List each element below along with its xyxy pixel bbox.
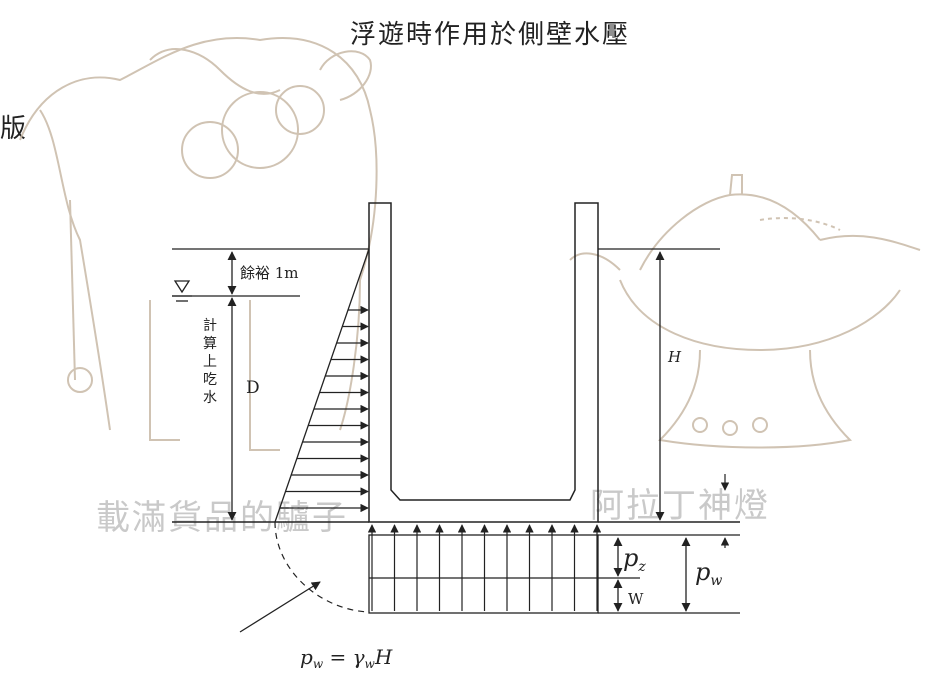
uplift-arrows [367,524,602,611]
freeboard-label: 餘裕 1m [240,264,299,282]
water-level-symbol [172,280,192,302]
lateral-pressure-triangle [274,248,370,523]
tank-outer-outline [368,202,599,523]
cropped-side-text: 版 [0,114,27,144]
watermark-donkey-caption: 載滿貨品的驢子 [96,498,348,538]
pressure-formula: pw = γwH [300,645,393,671]
uplift-pressure-block [368,534,740,614]
lamp-sketch [569,174,921,449]
watermark-lamp-caption: 阿拉丁神燈 [590,486,770,526]
height-label: H [667,348,682,366]
formula-pointer [239,581,321,633]
lateral-pressure-arrows [279,305,369,513]
draft-vertical-label: 計 算 上 吃 水 [203,318,221,406]
reference-lines [172,248,740,536]
weight-label: W [628,590,644,608]
diagram-title: 浮遊時作用於側壁水壓 [350,20,631,50]
tank-section [172,202,740,523]
pressure-arc-dashed [274,521,370,613]
depth-label: D [246,378,260,398]
donkey-sketch [19,37,378,451]
pz-label: pz [623,544,646,575]
pw-label: pw [695,558,722,589]
